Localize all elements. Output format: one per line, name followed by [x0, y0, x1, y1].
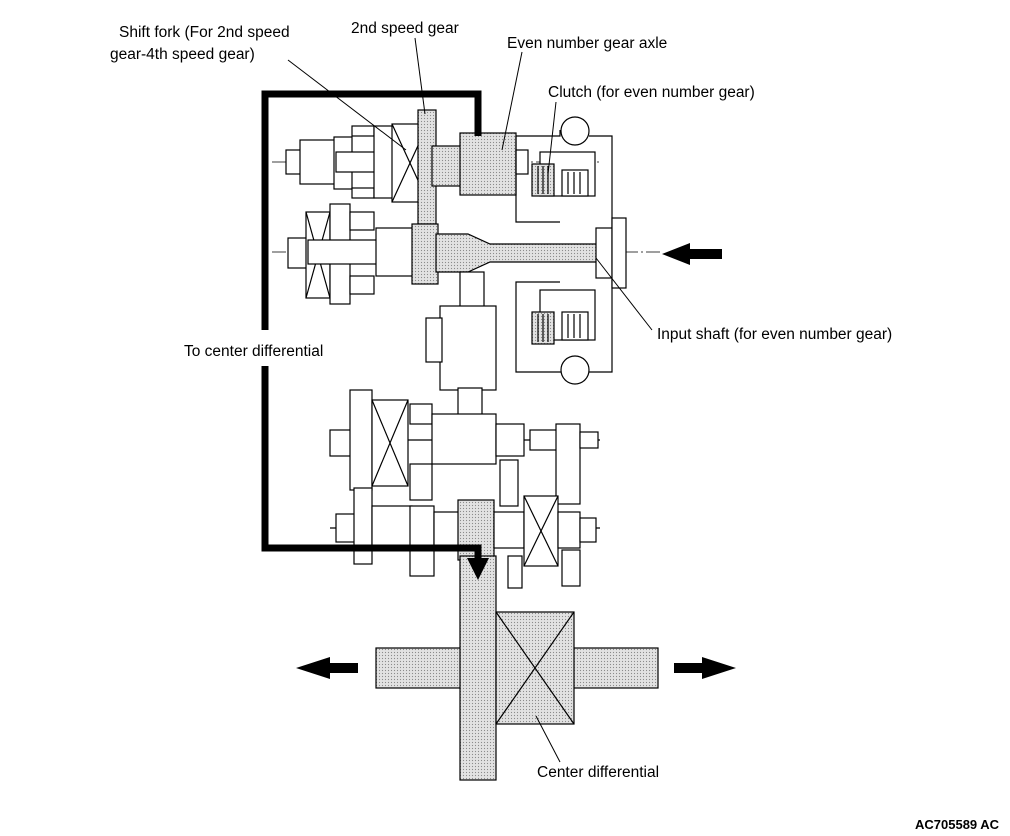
input-shaft-gear — [411, 223, 439, 285]
label-shift-fork-line1: Shift fork (For 2nd speed — [119, 24, 290, 41]
lower-gear-shafts — [329, 389, 600, 589]
differential-ring-gear — [459, 555, 497, 781]
label-even-number-gear-axle: Even number gear axle — [507, 35, 667, 52]
figure-code: AC705589 AC — [915, 817, 1000, 832]
even-number-gear-axle-assembly — [272, 109, 600, 225]
label-shift-fork-line2: gear-4th speed gear) — [110, 46, 255, 63]
label-clutch-even: Clutch (for even number gear) — [548, 84, 755, 101]
input-shaft-assembly — [272, 203, 660, 433]
output-arrow-right — [674, 657, 736, 679]
input-arrow — [662, 243, 722, 265]
input-shaft-even-number-gear — [435, 233, 601, 273]
label-to-center-differential: To center differential — [184, 343, 323, 360]
leader-lines — [287, 37, 653, 763]
label-second-speed-gear: 2nd speed gear — [351, 20, 459, 37]
label-center-differential: Center differential — [537, 764, 659, 781]
even-number-gear-axle-drive-gear — [459, 132, 517, 196]
label-input-shaft-even: Input shaft (for even number gear) — [657, 326, 892, 343]
clutch-even-number-gear — [515, 116, 613, 385]
power-flow-path — [261, 90, 736, 679]
output-arrow-left — [296, 657, 358, 679]
center-differential-assembly — [375, 555, 659, 781]
flow-arrow-down — [467, 558, 489, 580]
